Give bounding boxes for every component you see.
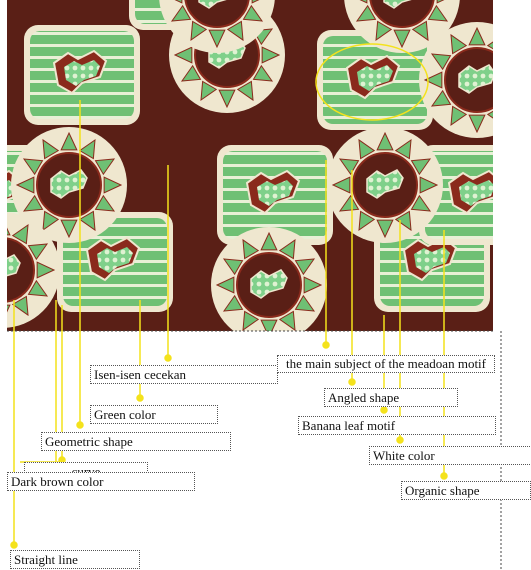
label-green-color: Green color bbox=[90, 405, 218, 424]
label-angled-shape: Angled shape bbox=[324, 388, 458, 407]
label-main-subject: the main subject of the meadoan motif bbox=[277, 355, 495, 373]
label-dark-brown-color: Dark brown color bbox=[7, 472, 195, 491]
label-white-color: White color bbox=[369, 446, 531, 465]
label-organic-shape: Organic shape bbox=[401, 481, 531, 500]
label-banana-leaf-motif: Banana leaf motif bbox=[298, 416, 496, 435]
striped-tile bbox=[24, 25, 140, 125]
batik-fabric-photo bbox=[7, 0, 493, 331]
flower-medallion bbox=[327, 127, 443, 243]
label-straight-line: Straight line bbox=[10, 550, 140, 569]
label-isen-isen-cecekan: Isen-isen cecekan bbox=[90, 365, 278, 384]
label-geometric-shape: Geometric shape bbox=[41, 432, 231, 451]
